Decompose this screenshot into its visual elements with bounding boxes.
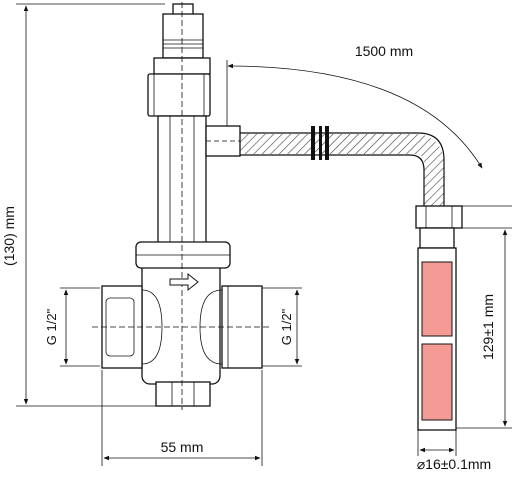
width-label: 55 mm — [161, 439, 204, 455]
sensor-probe — [415, 205, 463, 431]
hose-length-label: 1500 mm — [355, 43, 413, 59]
valve-top-nut — [147, 3, 211, 117]
thread-left-label: G 1/2" — [44, 308, 59, 345]
valve-stem — [157, 115, 241, 245]
valve-body — [92, 2, 272, 410]
thread-left-dimension: G 1/2" — [44, 287, 100, 367]
sensor-element-lower — [421, 343, 453, 421]
thread-right-dimension: G 1/2" — [262, 287, 302, 367]
width-dimension: 55 mm — [101, 370, 263, 466]
thread-right-label: G 1/2" — [279, 308, 294, 345]
sensor-element-upper — [421, 261, 453, 337]
sensor-length-label: 129±1 mm — [480, 294, 496, 360]
height-label: (130) mm — [1, 206, 17, 266]
sensor-length-dimension: 129±1 mm — [456, 205, 512, 429]
sensor-diameter-dimension: ⌀16±0.1mm — [417, 430, 491, 472]
arrow-right-icon — [169, 272, 199, 292]
hose-length-dimension: 1500 mm — [226, 43, 483, 169]
sensor-diameter-label: ⌀16±0.1mm — [417, 456, 491, 472]
capillary-hose — [240, 126, 445, 206]
height-dimension: (130) mm — [1, 3, 165, 407]
